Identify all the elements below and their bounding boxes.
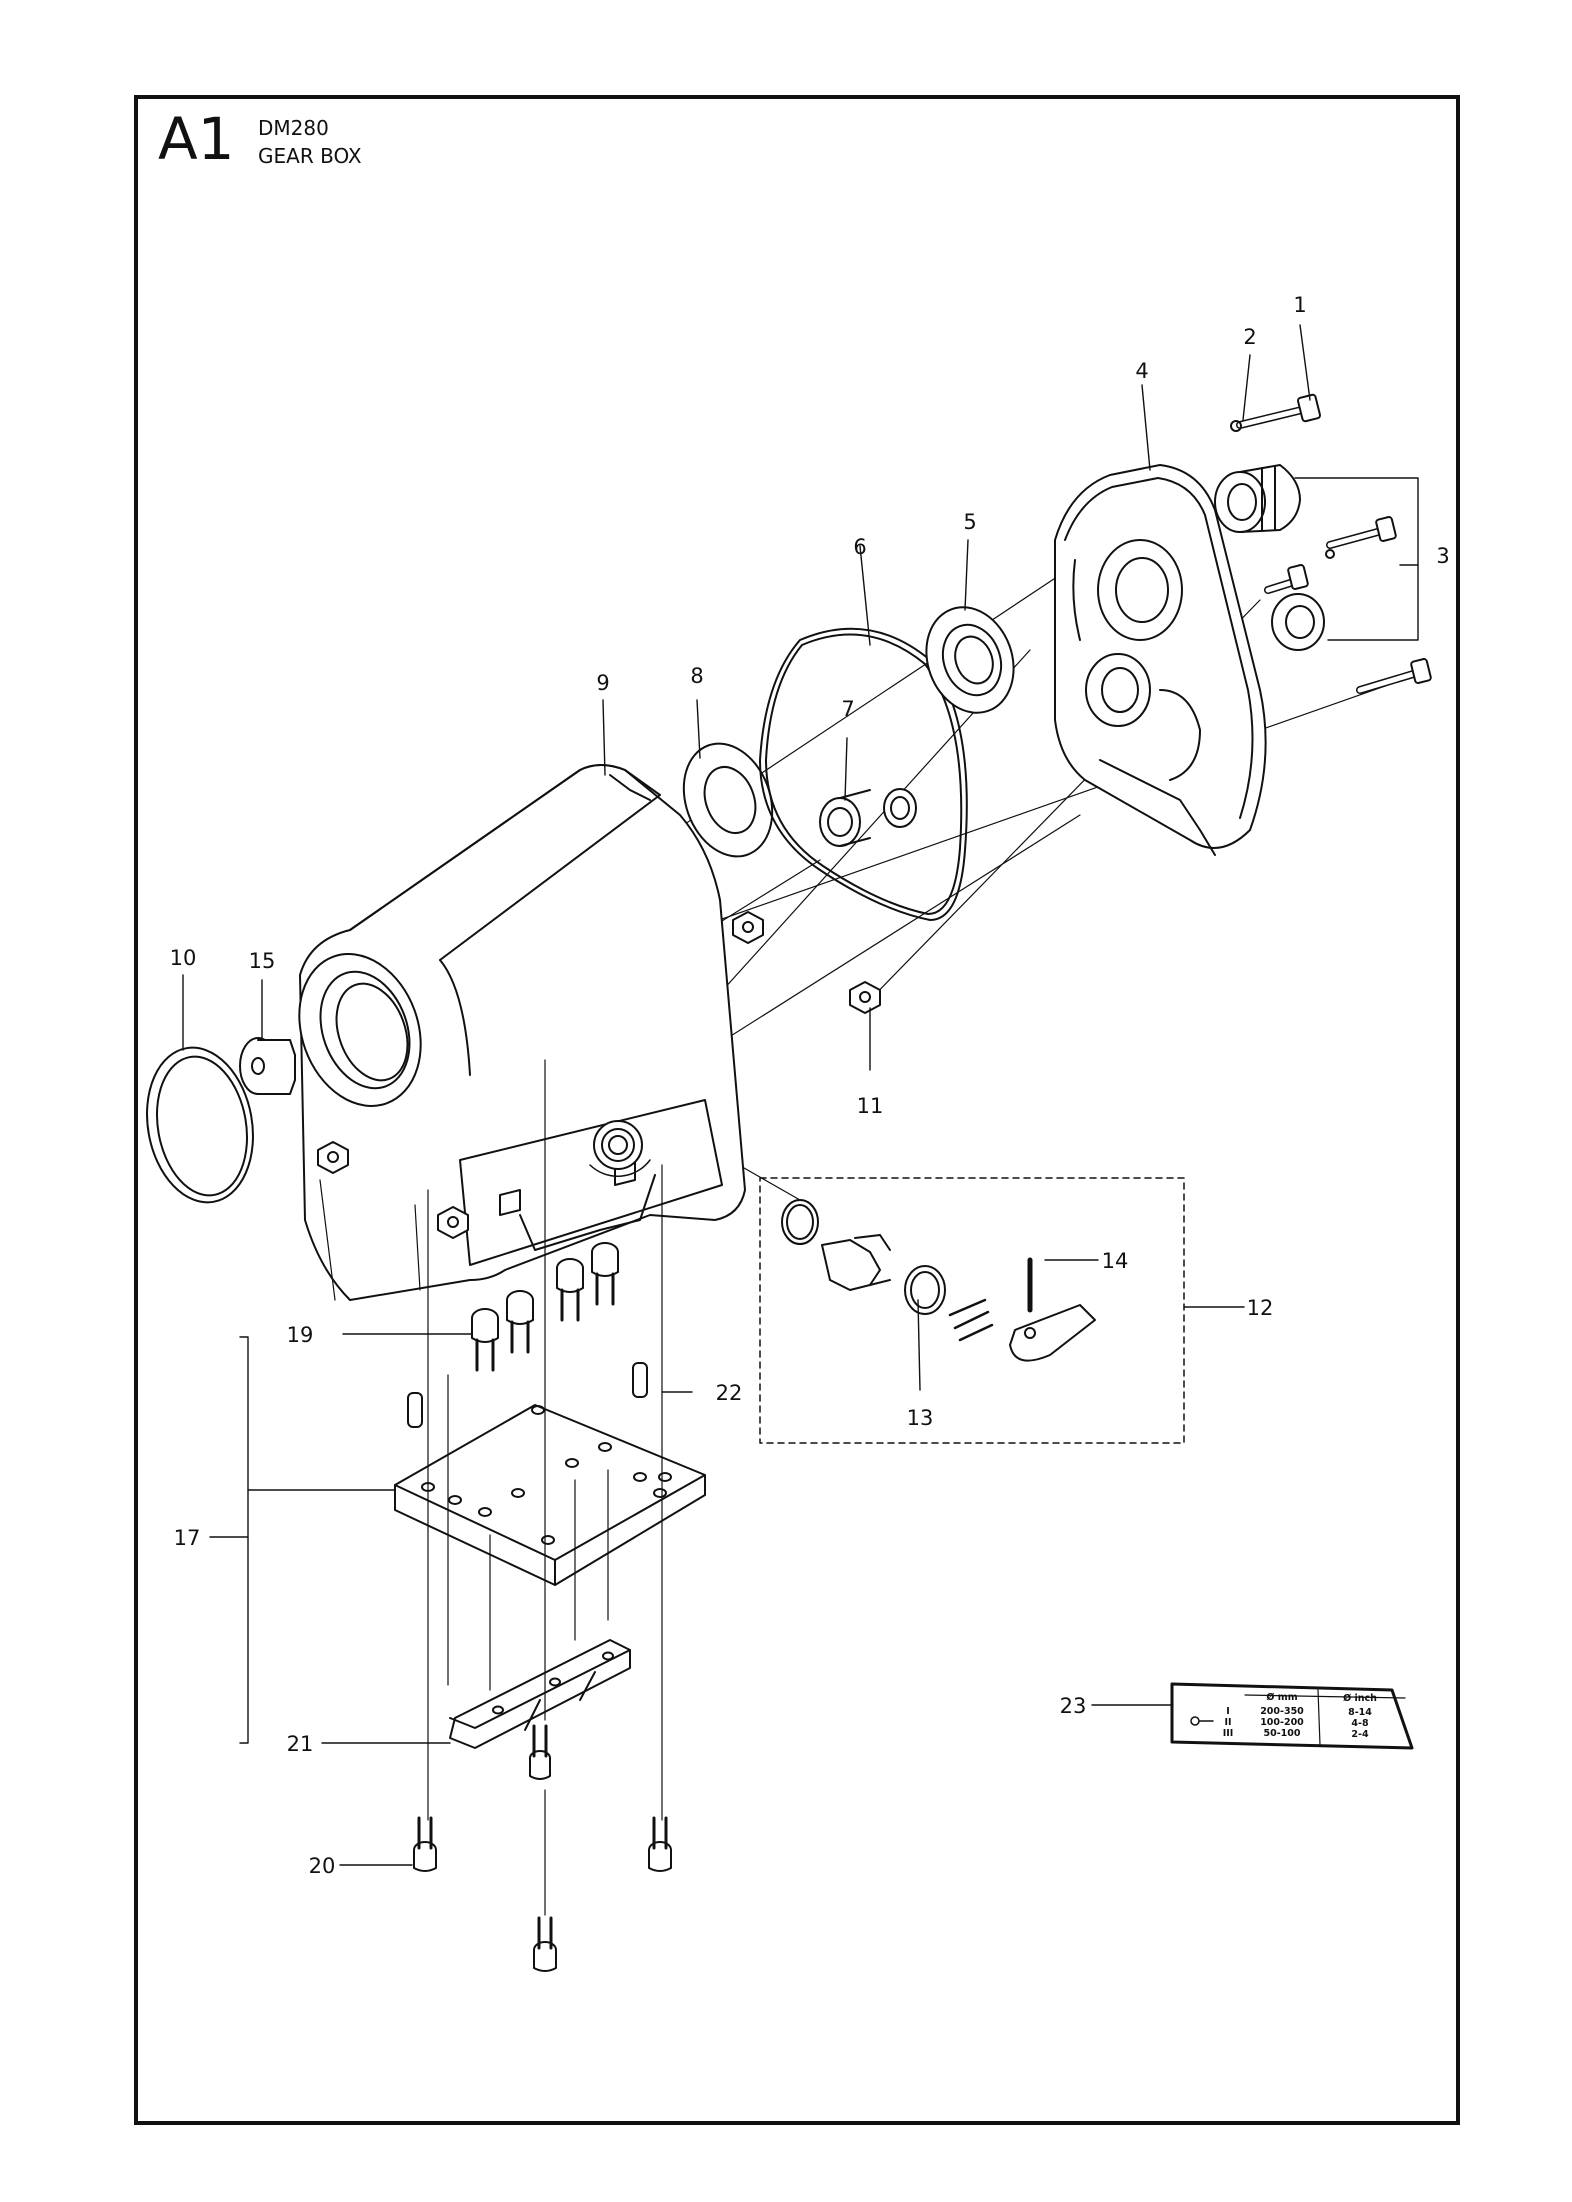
- circlip-part-10: [146, 1046, 254, 1204]
- callout-14: 14: [1102, 1249, 1129, 1273]
- hex-nut-icon: [317, 911, 881, 1239]
- decal-gear-2: II: [1224, 1717, 1231, 1728]
- decal-mm-1: 200-350: [1260, 1706, 1304, 1717]
- assembly-group-box: [759, 1177, 1185, 1444]
- screw-icon: [1230, 393, 1432, 694]
- decal-table-text: Ø mm Ø inch I 200-350 8-14 II 100-200 4-…: [1223, 1692, 1377, 1740]
- decal-gear-1: I: [1226, 1706, 1230, 1717]
- callout-10: 10: [170, 946, 197, 970]
- decal-inch-3: 2-4: [1351, 1729, 1369, 1740]
- decal-mm-3: 50-100: [1264, 1728, 1301, 1739]
- bearing-part-5: [925, 606, 1015, 714]
- callout-21: 21: [287, 1732, 314, 1756]
- page-title: GEAR BOX: [258, 144, 362, 168]
- callout-5: 5: [963, 510, 976, 534]
- callout-12: 12: [1247, 1296, 1274, 1320]
- callout-3: 3: [1436, 544, 1449, 568]
- callout-leader-lines: [182, 324, 1419, 1866]
- gearbox-cover-part-4: [1054, 464, 1267, 856]
- mounting-plate-part-17: [394, 1404, 706, 1586]
- callout-4: 4: [1135, 359, 1148, 383]
- callout-labels: 1 2 3 4 5 6 7 8 9 10 11 12 13 14 15 17 1…: [170, 293, 1450, 1878]
- callout-6: 6: [853, 535, 866, 559]
- callout-19: 19: [287, 1323, 314, 1347]
- cap-screw-icon: [413, 1242, 672, 1972]
- decal-header-inch: Ø inch: [1343, 1693, 1377, 1704]
- callout-15: 15: [249, 949, 276, 973]
- gear-selector-decal: [1170, 1682, 1414, 1750]
- decal-inch-1: 8-14: [1348, 1707, 1372, 1718]
- callout-11: 11: [857, 1094, 884, 1118]
- decal-mm-2: 100-200: [1260, 1717, 1304, 1728]
- shaft-seal-part-3: [1214, 464, 1325, 651]
- callout-9: 9: [596, 671, 609, 695]
- section-code: A1: [158, 105, 235, 173]
- callout-17: 17: [174, 1526, 201, 1550]
- lever-assembly-part-12: [781, 1199, 1096, 1362]
- model-name: DM280: [258, 116, 329, 140]
- decal-header-mm: Ø mm: [1266, 1692, 1297, 1703]
- needle-bearing-part-7: [819, 788, 917, 847]
- plug-part-15: [239, 1037, 296, 1095]
- rail-part-21: [449, 1639, 631, 1749]
- callout-20: 20: [309, 1854, 336, 1878]
- callout-13: 13: [907, 1406, 934, 1430]
- decal-inch-2: 4-8: [1351, 1718, 1369, 1729]
- callout-7: 7: [841, 697, 854, 721]
- drawing-frame: [134, 95, 1460, 2125]
- callout-1: 1: [1293, 293, 1306, 317]
- gearbox-housing: [298, 764, 746, 1301]
- alignment-lines: [427, 1059, 663, 1916]
- callout-22: 22: [716, 1381, 743, 1405]
- callout-23: 23: [1060, 1694, 1087, 1718]
- callout-2: 2: [1243, 325, 1256, 349]
- dowel-pin-icon: [407, 1362, 648, 1428]
- decal-gear-3: III: [1223, 1728, 1234, 1739]
- callout-8: 8: [690, 664, 703, 688]
